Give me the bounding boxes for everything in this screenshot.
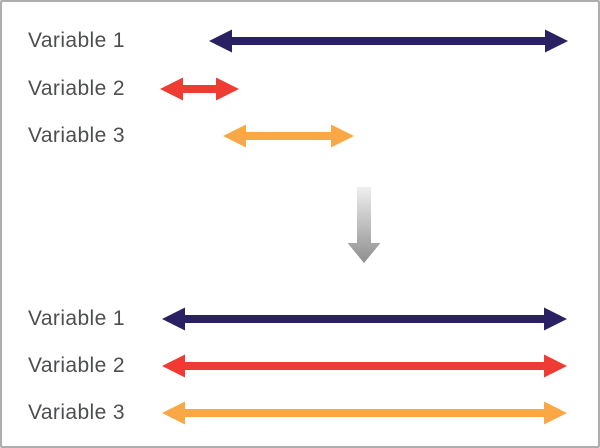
variable-2-label-after: Variable 2 bbox=[28, 354, 126, 377]
range-arrow bbox=[160, 77, 239, 101]
range-arrow bbox=[162, 354, 567, 378]
variable-3-label-before: Variable 3 bbox=[28, 124, 126, 147]
variable-2-label-before: Variable 2 bbox=[28, 77, 126, 100]
variable-3-label-after: Variable 3 bbox=[28, 401, 126, 424]
transform-down-arrow bbox=[347, 187, 381, 263]
range-arrow bbox=[162, 401, 567, 425]
range-arrow bbox=[162, 307, 567, 331]
variable-1-label-after: Variable 1 bbox=[28, 307, 126, 330]
variable-1-label-before: Variable 1 bbox=[28, 29, 126, 52]
range-arrow bbox=[209, 29, 568, 53]
range-arrow bbox=[223, 124, 354, 148]
